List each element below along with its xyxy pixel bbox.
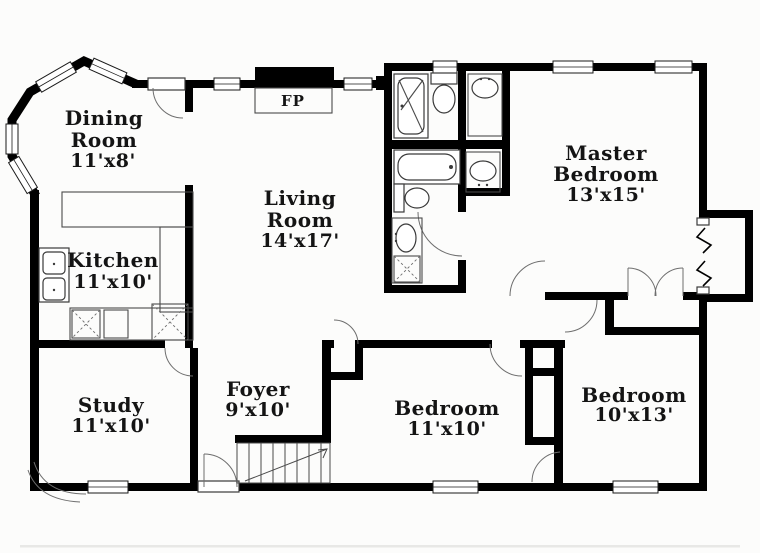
living-closet-door [333, 319, 359, 345]
room-dimensions: 11'x8' [70, 150, 136, 172]
master-door [509, 260, 546, 297]
room-dimensions: 11'x10' [73, 271, 152, 293]
dining-exterior-door [147, 77, 186, 119]
dishwasher-icon [71, 309, 101, 339]
room-dimensions: 11'x10' [407, 418, 486, 440]
fireplace: FP [254, 67, 334, 114]
opening-break-symbols [695, 217, 713, 295]
vanity-sink-icon [467, 73, 503, 137]
room-label-foyer: Foyer 9'x10' [225, 377, 291, 421]
room-label-kitchen: Kitchen 11'x10' [67, 248, 159, 293]
room-name: Room [71, 128, 137, 152]
window [432, 480, 479, 494]
window [5, 123, 19, 155]
counter [69, 307, 194, 341]
room-name: Master [565, 141, 647, 165]
doors [147, 77, 713, 493]
window [87, 480, 129, 494]
windows [5, 57, 693, 494]
room-dimensions: 9'x10' [225, 399, 291, 421]
room-name: Dining [65, 106, 144, 130]
vanity-sink-icon [391, 217, 423, 284]
bedroom1-door [489, 343, 523, 377]
room-label-dining: Dining Room 11'x8' [65, 106, 144, 172]
window [654, 60, 693, 74]
window [432, 60, 458, 74]
bathroom-door [417, 211, 463, 257]
appliance-icon [151, 303, 189, 341]
window [343, 77, 373, 91]
closet-door [531, 451, 561, 483]
room-name: Study [78, 393, 145, 417]
room-dimensions: 13'x15' [566, 184, 645, 206]
kitchen-sink-icon [38, 247, 70, 303]
bathtub-icon [393, 149, 461, 185]
room-label-bedroom1: Bedroom 11'x10' [394, 396, 500, 440]
room-label-study: Study 11'x10' [71, 393, 150, 437]
room-labels: Dining Room 11'x8' Kitchen 11'x10' Livin… [65, 106, 687, 440]
range-icon [103, 309, 129, 339]
counter [61, 191, 194, 228]
shower-icon [393, 73, 429, 139]
counter [159, 226, 194, 313]
window [7, 155, 39, 195]
room-name: Kitchen [67, 248, 159, 272]
fireplace-label: FP [281, 92, 305, 110]
room-label-living: Living Room 14'x17' [260, 186, 339, 252]
window [552, 60, 594, 74]
room-label-bedroom2: Bedroom 10'x13' [581, 383, 687, 426]
room-name: Room [267, 208, 333, 232]
window [34, 61, 78, 93]
vanity-sink-icon [465, 151, 501, 193]
room-dimensions: 14'x17' [260, 230, 339, 252]
kitchen-fixtures [38, 191, 194, 341]
stairs-direction-arrow [244, 448, 328, 482]
room-name: Bedroom [553, 162, 659, 186]
room-label-master: Master Bedroom 13'x15' [553, 141, 659, 206]
porch-curve [27, 469, 81, 503]
room-name: Bedroom [394, 396, 500, 420]
toilet-icon [393, 183, 430, 213]
toilet-icon [430, 72, 458, 114]
room-dimensions: 11'x10' [71, 415, 150, 437]
interior-walls [30, 63, 707, 483]
porch-curve [33, 461, 87, 495]
room-name: Living [264, 186, 336, 210]
window [612, 480, 659, 494]
window [88, 57, 128, 85]
bathroom-fixtures [391, 72, 503, 284]
bedroom2-door [564, 299, 598, 333]
room-name: Bedroom [581, 383, 687, 407]
scan-artifact [20, 545, 740, 548]
room-name: Foyer [226, 377, 290, 401]
stairs [235, 435, 331, 484]
window [213, 77, 241, 91]
room-dimensions: 10'x13' [594, 404, 673, 426]
master-closet-double-doors [627, 267, 684, 297]
front-door [197, 453, 240, 493]
study-door [164, 347, 194, 377]
